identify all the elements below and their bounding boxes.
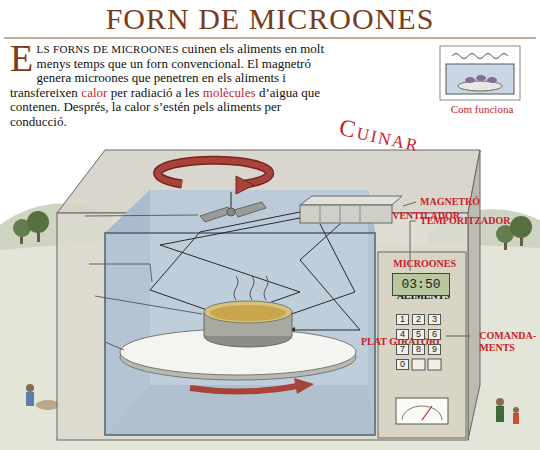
oven-housing bbox=[57, 150, 480, 440]
keypad-button: 7 bbox=[396, 344, 409, 355]
display-digits: 03:50 bbox=[401, 278, 440, 291]
key-digit: 1 bbox=[400, 315, 405, 324]
fan-rotation-arrow bbox=[158, 160, 270, 194]
landscape bbox=[0, 204, 540, 450]
intro-paragraph: ELS FORNS DE MICROONEScuinen els aliment… bbox=[10, 42, 328, 129]
keypad-button: 2 bbox=[412, 314, 425, 325]
keypad-button: 5 bbox=[412, 329, 425, 340]
key-digit: 8 bbox=[416, 345, 421, 354]
key-digit: 5 bbox=[416, 330, 421, 339]
intro-text: ELS FORNS DE MICROONES bbox=[37, 43, 179, 55]
keypad-button: 1 bbox=[396, 314, 409, 325]
food-bowl bbox=[204, 276, 292, 347]
keypad-button: 6 bbox=[428, 329, 441, 340]
key-digit: 2 bbox=[416, 315, 421, 324]
controls-label: COMANDA- MENTS bbox=[479, 330, 536, 354]
microwave-rays bbox=[150, 212, 360, 330]
timer-display: 03:50 bbox=[392, 273, 450, 296]
keypad-button: 0 bbox=[396, 359, 409, 370]
keypad-button: 4 bbox=[396, 329, 409, 340]
keypad-button: 9 bbox=[428, 344, 441, 355]
key-digit: 4 bbox=[400, 330, 405, 339]
key-digit: 3 bbox=[432, 315, 437, 324]
how-it-works-icon bbox=[440, 46, 520, 100]
magnetron-label: MAGNETRÓ bbox=[420, 196, 480, 208]
oven-cavity bbox=[105, 190, 375, 435]
microwaves-label: MICROONES bbox=[393, 258, 456, 270]
cook-heading: CUINAR bbox=[337, 116, 422, 157]
keypad-button: 3 bbox=[428, 314, 441, 325]
timer-label: TEMPORITZADOR bbox=[420, 215, 511, 227]
key-word: molècules bbox=[203, 85, 256, 100]
key-digit: 7 bbox=[400, 345, 405, 354]
keypad-button: 8 bbox=[412, 344, 425, 355]
key-digit: 9 bbox=[432, 345, 437, 354]
title-rule bbox=[4, 37, 536, 38]
leader-lines bbox=[85, 202, 470, 350]
key-digit: 6 bbox=[432, 330, 437, 339]
intro-text: per radiació a les bbox=[111, 85, 199, 100]
fan bbox=[200, 192, 266, 222]
key-digit: 0 bbox=[400, 360, 405, 369]
key-word: calor bbox=[81, 85, 107, 100]
title-heading: FORN DE MICROONES bbox=[0, 2, 540, 36]
how-it-works-caption: Com funciona bbox=[436, 103, 528, 116]
magnetron bbox=[300, 196, 402, 223]
